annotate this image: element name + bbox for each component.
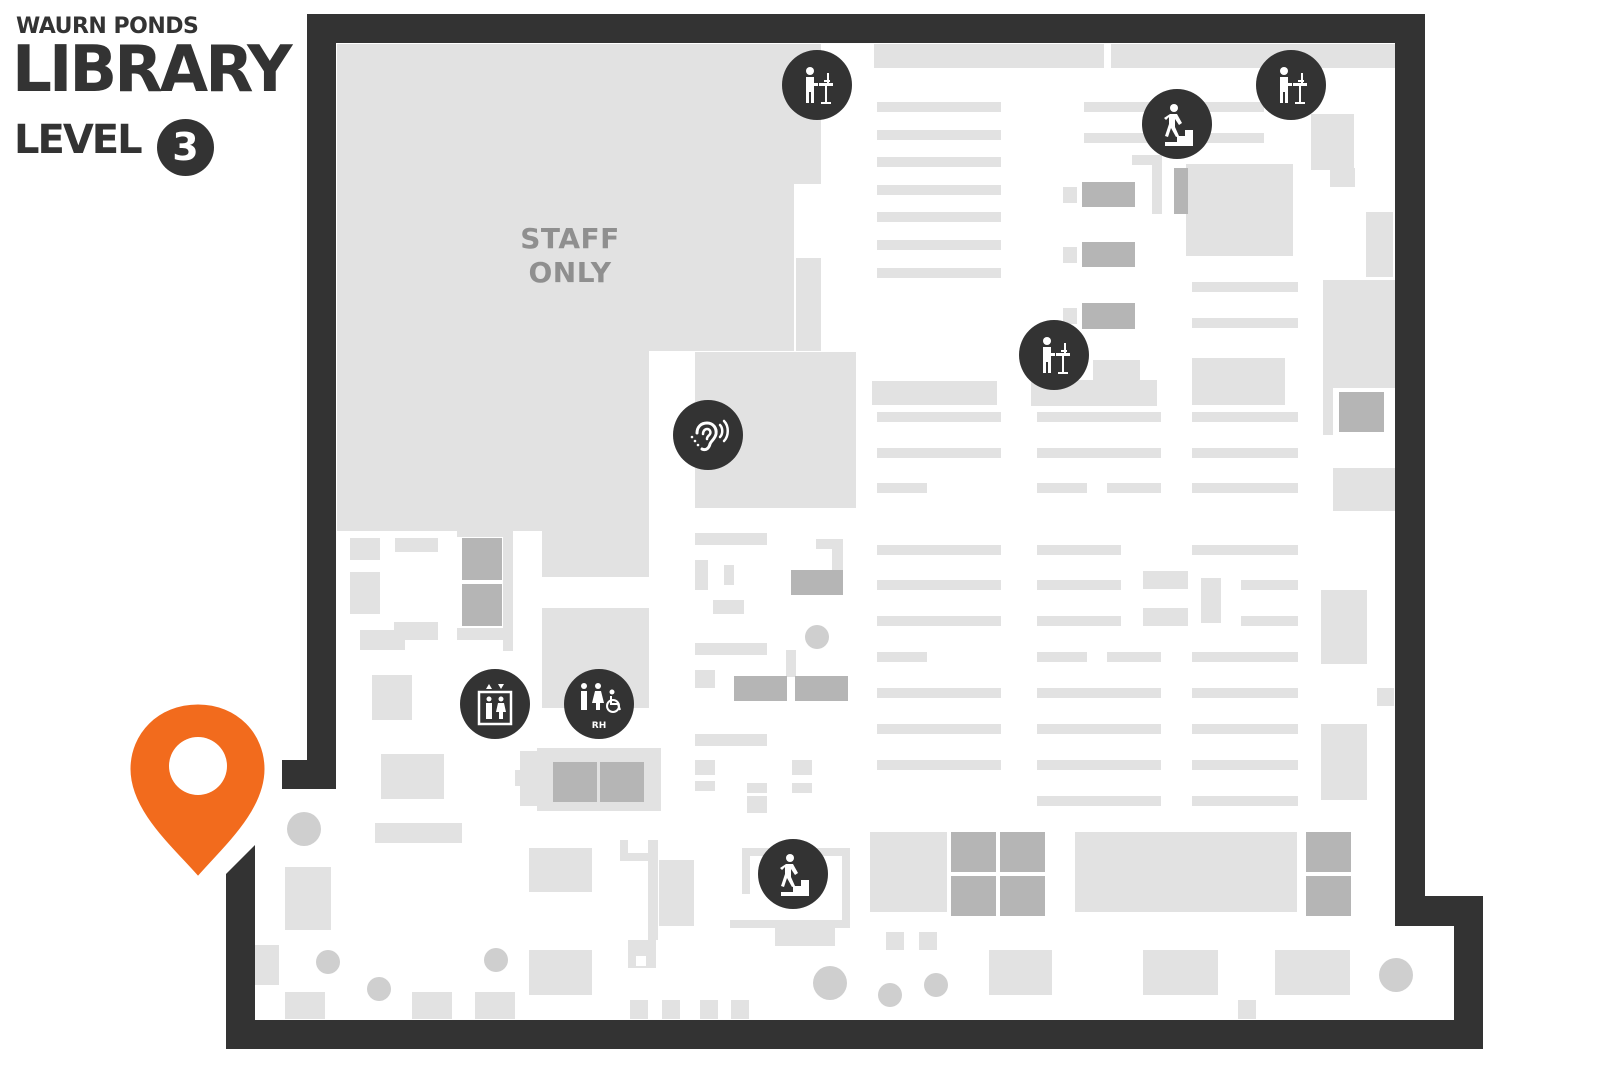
toilet-badge-text: RH [592, 721, 606, 731]
level-number-badge: 3 [157, 119, 214, 176]
campus-name: WAURN PONDS [16, 14, 199, 39]
furniture-light [255, 44, 1395, 1019]
accessible-toilets-icon[interactable]: RH [563, 668, 635, 740]
round-tables [287, 625, 1413, 1007]
building-name: LIBRARY [12, 33, 293, 107]
stairs-icon[interactable] [758, 839, 828, 909]
level-label: LEVEL [14, 117, 143, 163]
stairs-icon[interactable] [1142, 89, 1212, 159]
standing-desk-icon[interactable] [782, 50, 852, 120]
lift-icon[interactable] [459, 668, 531, 740]
staff-only-line2: ONLY [528, 256, 612, 289]
standing-desk-icon[interactable] [1019, 320, 1089, 390]
standing-desk-icon[interactable] [1256, 50, 1326, 120]
staff-only-line1: STAFF [520, 222, 620, 255]
furniture-dark [462, 168, 1384, 916]
location-pin-icon[interactable] [127, 701, 268, 881]
table-outline [537, 748, 661, 811]
staff-only-label: STAFF ONLY [505, 222, 635, 290]
hearing-loop-icon[interactable] [672, 399, 744, 471]
